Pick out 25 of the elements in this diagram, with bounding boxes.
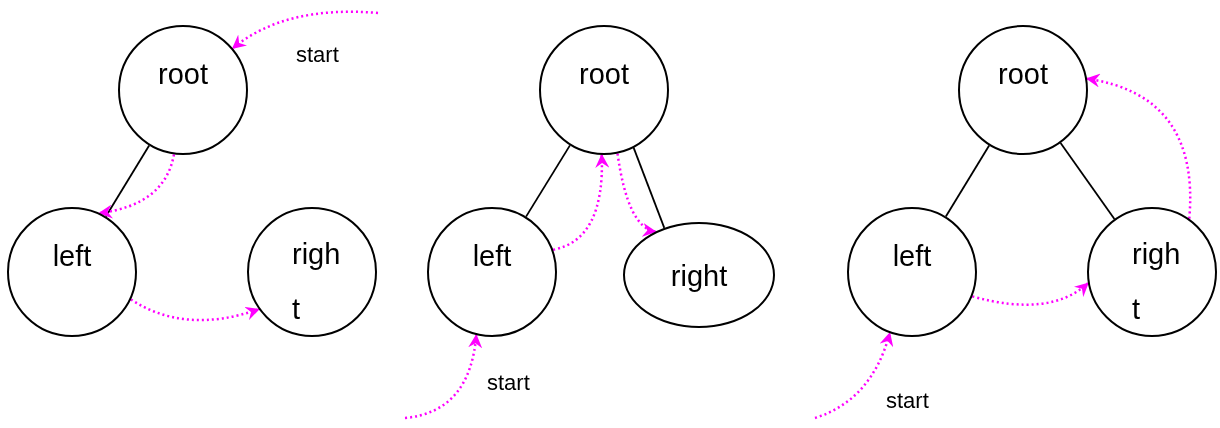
start-label: start	[296, 42, 339, 68]
node-label: left	[472, 239, 512, 274]
tree-branch-line	[944, 144, 991, 218]
traversal-arrow	[814, 331, 893, 420]
node-label: right	[670, 259, 728, 294]
tree-branch-line	[632, 146, 666, 229]
tree-branch-line	[1059, 142, 1116, 220]
traversal-arrow	[1085, 74, 1192, 219]
traversal-arrow	[404, 333, 482, 420]
traversal-arrow	[616, 153, 657, 236]
node-label: righ t	[1132, 237, 1182, 328]
node-label: root	[158, 57, 208, 92]
traversal-arrow	[98, 154, 176, 219]
start-label: start	[886, 388, 929, 414]
traversal-arrow	[231, 10, 379, 50]
traversal-arrow	[552, 153, 609, 251]
node-label: root	[998, 57, 1048, 92]
node-label: righ t	[292, 237, 342, 328]
node-label: left	[52, 239, 92, 274]
tree-branch-line	[525, 144, 571, 218]
traversal-arrow	[130, 298, 260, 322]
traversal-arrow	[971, 282, 1089, 306]
node-label: left	[892, 239, 932, 274]
start-label: start	[487, 370, 530, 396]
node-label: root	[579, 57, 629, 92]
